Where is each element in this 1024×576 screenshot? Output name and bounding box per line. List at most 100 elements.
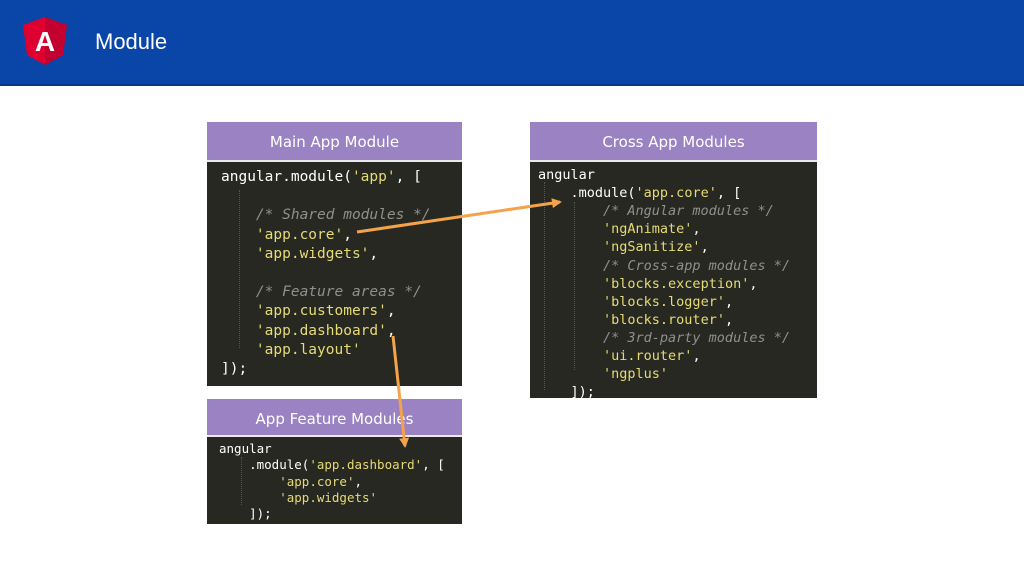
code-text: angular: [538, 167, 595, 183]
code-line: /* 3rd-party modules */: [538, 329, 790, 347]
code-string: 'app.layout': [255, 341, 361, 358]
code-line: 'app.layout': [221, 341, 361, 360]
code-line: .module('app.dashboard', [: [219, 457, 445, 473]
code-string: 'ngAnimate': [603, 221, 693, 238]
code-line: 'blocks.logger',: [538, 293, 733, 311]
code-text: ,: [692, 221, 701, 238]
code-line: 'blocks.exception',: [538, 275, 757, 293]
code-string: 'blocks.router': [603, 311, 725, 328]
code-text: [538, 221, 603, 237]
code-text: [538, 348, 603, 364]
code-line: ]);: [219, 506, 272, 522]
code-text: [219, 490, 279, 505]
code-line: 'app.dashboard',: [221, 322, 396, 341]
app-feature-modules-panel: App Feature Modules angular .module('app…: [207, 399, 462, 524]
code-line: 'ui.router',: [538, 347, 701, 365]
code-text: , [: [422, 457, 445, 473]
code-text: ,: [386, 322, 396, 339]
code-comment: /* 3rd-party modules */: [538, 329, 790, 346]
code-line: 'blocks.router',: [538, 311, 733, 329]
code-text: ,: [386, 303, 396, 320]
angular-logo-icon: A: [23, 17, 67, 65]
code-text: ]);: [219, 506, 272, 522]
code-line: ]);: [538, 383, 595, 398]
feature-code-block: angular .module('app.dashboard', [ 'app.…: [207, 437, 462, 524]
code-line: ]);: [221, 360, 247, 379]
code-string: 'app.core': [255, 226, 344, 243]
code-text: [221, 227, 256, 243]
logo-letter: A: [35, 26, 55, 57]
cross-app-code-block: angular .module('app.core', [ /* Angular…: [530, 162, 817, 398]
code-text: , [: [716, 185, 742, 202]
code-string: 'app': [351, 169, 396, 185]
code-text: [538, 276, 603, 292]
code-line: /* Cross-app modules */: [538, 257, 790, 275]
code-line: 'app.widgets': [219, 490, 377, 506]
code-text: [538, 366, 603, 382]
code-string: 'ngSanitize': [603, 239, 701, 256]
code-string: 'ui.router': [603, 348, 693, 364]
code-comment: /* Feature areas */: [221, 284, 422, 301]
code-text: ]);: [538, 384, 595, 398]
main-app-code-block: angular.module('app', [ /* Shared module…: [207, 162, 462, 386]
code-text: ,: [724, 293, 734, 310]
indent-guide: [544, 182, 545, 390]
code-text: [221, 246, 256, 262]
code-text: [221, 323, 256, 339]
code-line: /* Angular modules */: [538, 202, 774, 220]
code-comment: /* Shared modules */: [221, 207, 431, 224]
app-feature-modules-title: App Feature Modules: [207, 399, 462, 437]
code-text: ,: [724, 311, 734, 328]
code-line: /* Shared modules */: [221, 206, 431, 225]
code-line: 'app.widgets',: [221, 245, 378, 264]
code-string: 'app.core': [279, 473, 355, 489]
title-bar: A Module: [0, 0, 1024, 86]
code-string: 'ngplus': [603, 366, 669, 383]
code-string: 'app.widgets': [255, 245, 370, 262]
code-line: 'ngSanitize',: [538, 238, 709, 256]
code-text: .module(: [538, 185, 636, 202]
code-string: 'app.customers': [255, 303, 387, 320]
code-line: 'ngplus': [538, 365, 668, 383]
code-text: angular: [219, 441, 272, 456]
code-text: [221, 303, 256, 319]
code-line: .module('app.core', [: [538, 184, 742, 202]
code-text: ]);: [221, 361, 248, 377]
code-line: angular: [538, 166, 595, 184]
code-text: ,: [749, 275, 758, 292]
code-text: [538, 239, 603, 255]
code-text: ,: [692, 348, 701, 364]
code-comment: /* Cross-app modules */: [538, 257, 790, 274]
code-string: 'app.widgets': [279, 489, 378, 505]
code-text: , [: [395, 169, 422, 185]
code-text: angular.module(: [221, 169, 352, 185]
code-string: 'blocks.logger': [603, 293, 725, 310]
code-text: ,: [700, 239, 709, 256]
indent-guide: [574, 202, 575, 370]
indent-guide: [239, 190, 240, 348]
code-line: /* Feature areas */: [221, 283, 422, 302]
code-line: angular: [219, 441, 272, 457]
indent-guide: [241, 457, 242, 505]
code-text: [538, 312, 603, 328]
code-string: 'app.dashboard': [255, 322, 387, 339]
main-app-module-panel: Main App Module angular.module('app', [ …: [207, 122, 462, 386]
code-text: [219, 474, 279, 489]
cross-app-modules-panel: Cross App Modules angular .module('app.c…: [530, 122, 817, 398]
slide-title: Module: [95, 29, 168, 54]
code-text: ,: [369, 245, 379, 262]
code-line: 'ngAnimate',: [538, 220, 701, 238]
code-string: 'app.core': [635, 185, 717, 202]
code-text: ,: [354, 473, 363, 489]
code-line: angular.module('app', [: [221, 168, 422, 187]
code-text: .module(: [219, 457, 310, 473]
code-string: 'app.dashboard': [309, 457, 423, 473]
code-text: ,: [343, 226, 352, 243]
code-line: 'app.customers',: [221, 302, 396, 321]
code-string: 'blocks.exception': [603, 275, 750, 292]
code-line: 'app.core',: [219, 474, 362, 490]
cross-app-modules-title: Cross App Modules: [530, 122, 817, 162]
main-app-module-title: Main App Module: [207, 122, 462, 162]
code-text: [538, 294, 603, 310]
